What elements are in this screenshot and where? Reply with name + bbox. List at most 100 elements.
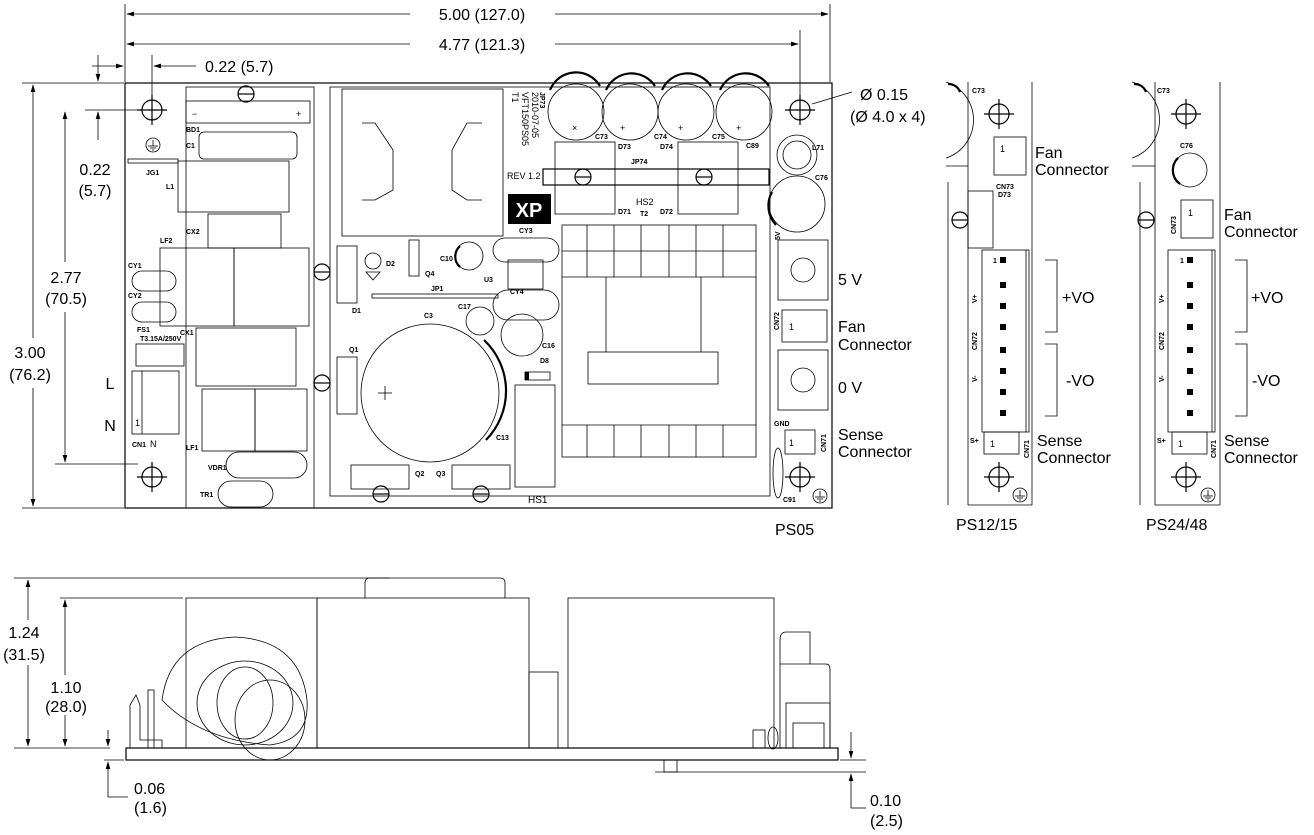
ps05-5v-label: 5 V [838, 272, 862, 289]
body-height-mm: (28.0) [45, 699, 87, 716]
ref-c75: C75 [712, 134, 725, 141]
pin-length-mm: (2.5) [870, 813, 903, 830]
dimension-body-height: 1.10 (28.0) [45, 597, 183, 747]
cn72-pin1: 1 [789, 322, 794, 332]
ref-cn72: CN72 [774, 312, 781, 330]
max-height-in: 1.24 [8, 625, 39, 642]
ps12-ref-cn71: CN71 [1024, 440, 1031, 458]
ref-c89: C89 [746, 143, 759, 150]
cn1-n-mark: N [150, 439, 157, 449]
ref-cy4: CY4 [510, 289, 524, 296]
ps24-ref-cn73: CN73 [1171, 216, 1178, 234]
ref-d71: D71 [618, 209, 631, 216]
ref-d2: D2 [386, 261, 395, 268]
ps24-ref-cn72: CN72 [1159, 332, 1166, 350]
ps24-cn71-pin1: 1 [1178, 439, 1183, 449]
dimension-hole-spacing-width: 2.77 (70.5) [45, 111, 138, 465]
ref-c17: C17 [458, 304, 471, 311]
hole-offset-y-mm: (5.7) [79, 183, 112, 200]
hole-spacing-width-in: 2.77 [50, 270, 81, 287]
ref-q2: Q2 [415, 471, 424, 478]
xp-logo-text: XP [516, 200, 543, 222]
overall-width-in: 3.00 [14, 345, 45, 362]
ps12-title: PS12/15 [956, 517, 1017, 534]
ps05-fan-label-1: Fan [838, 319, 866, 336]
ref-hs2: HS2 [636, 197, 654, 207]
dimension-hole-offset-x: 0.22 (5.7) [92, 55, 273, 95]
ps24-fan-label-2: Connector [1224, 224, 1298, 241]
ps24-splus: S+ [1157, 438, 1166, 445]
ref-t1: T1 [510, 92, 520, 103]
ref-l71: L71 [812, 145, 824, 152]
hole-spacing-length-label: 4.77 (121.3) [439, 37, 525, 54]
board-date: 2010-07-05 [530, 92, 540, 138]
svg-text:−: − [192, 109, 197, 119]
ref-c13: C13 [496, 435, 509, 442]
ref-cy1: CY1 [128, 263, 142, 270]
max-height-mm: (31.5) [3, 647, 45, 664]
ref-jp1: JP1 [431, 286, 444, 293]
ref-d74: D74 [660, 144, 673, 151]
ps12-ref-d73: D73 [998, 192, 1011, 199]
svg-text:+: + [736, 123, 741, 133]
output-capacitors: ×+ ++ [547, 71, 773, 141]
dimension-hole-offset-y: 0.22 (5.7) [79, 55, 138, 200]
ps12-sense-label-1: Sense [1037, 433, 1082, 450]
hole-offset-x-label: 0.22 (5.7) [205, 59, 273, 76]
ps12-fan-label-1: Fan [1035, 145, 1063, 162]
ref-c16: C16 [542, 343, 555, 350]
ref-c76: C76 [815, 175, 828, 182]
ref-d1: D1 [352, 308, 361, 315]
ps12-cn71-pin1: 1 [990, 439, 995, 449]
ps24-fan-label-1: Fan [1224, 207, 1252, 224]
dimension-hole-spacing-length: 4.77 (121.3) [126, 30, 801, 95]
ps12-ref-c73: C73 [972, 88, 985, 95]
fuse-rating: T3.15A/250V [140, 336, 182, 343]
ref-cx1: CX1 [180, 330, 194, 337]
ref-c1: C1 [186, 143, 195, 150]
ref-d72: D72 [660, 209, 673, 216]
svg-text:+: + [678, 123, 683, 133]
ps12-vplus: V+ [972, 294, 979, 303]
ref-q1: Q1 [349, 347, 358, 354]
ps24-cn72-pin1: 1 [1180, 258, 1184, 265]
ref-lf1: LF1 [186, 445, 199, 452]
ps24-sense-label-2: Connector [1224, 450, 1298, 467]
ps12-splus: S+ [970, 438, 979, 445]
input-neutral-label: N [104, 418, 116, 435]
pcb-top-view: −+ BD1 C1 JG1 L1 CX2 LF2 CY1 CY2 FS1 T3.… [124, 71, 833, 509]
ref-cn1: CN1 [132, 442, 146, 449]
ps12-pos-label: +VO [1062, 290, 1094, 307]
ref-c10: C10 [440, 256, 453, 263]
ps05-0v-label: 0 V [838, 380, 862, 397]
ref-q4: Q4 [425, 271, 434, 278]
ps05-sense-label-2: Connector [838, 444, 912, 461]
ps24-cn73-pin1: 1 [1188, 208, 1193, 218]
hole-diameter-mm: (Ø 4.0 x 4) [850, 109, 926, 126]
ps24-pos-label: +VO [1251, 290, 1283, 307]
xp-logo: XP [508, 194, 551, 224]
overall-width-mm: (76.2) [9, 367, 51, 384]
ps24-ref-c73: C73 [1157, 88, 1170, 95]
ref-c73: C73 [595, 134, 608, 141]
hole-spacing-width-mm: (70.5) [45, 291, 87, 308]
ref-bd1: BD1 [186, 127, 200, 134]
ref-c3: C3 [424, 313, 433, 320]
board-revision: REV 1.2 [507, 171, 541, 181]
ps12-ref-cn73: CN73 [996, 184, 1014, 191]
ref-cy3: CY3 [519, 228, 533, 235]
cn1-pin1: 1 [135, 418, 140, 428]
ps12-vminus: V- [972, 375, 979, 382]
ref-jp74: JP74 [631, 159, 647, 166]
ref-cx2: CX2 [186, 229, 200, 236]
hole-diameter-in: Ø 0.15 [860, 87, 908, 104]
ps24-title: PS24/48 [1146, 517, 1207, 534]
ps12-fan-label-2: Connector [1035, 162, 1109, 179]
ps12-ref-cn72: CN72 [972, 332, 979, 350]
pcb-thickness-in: 0.06 [134, 781, 165, 798]
ps12-cn72-pin1: 1 [993, 258, 997, 265]
dimension-overall-width: 3.00 (76.2) [9, 82, 124, 509]
ref-c91: C91 [783, 497, 796, 504]
hole-offset-y-in: 0.22 [79, 162, 110, 179]
ref-cy2: CY2 [128, 293, 142, 300]
